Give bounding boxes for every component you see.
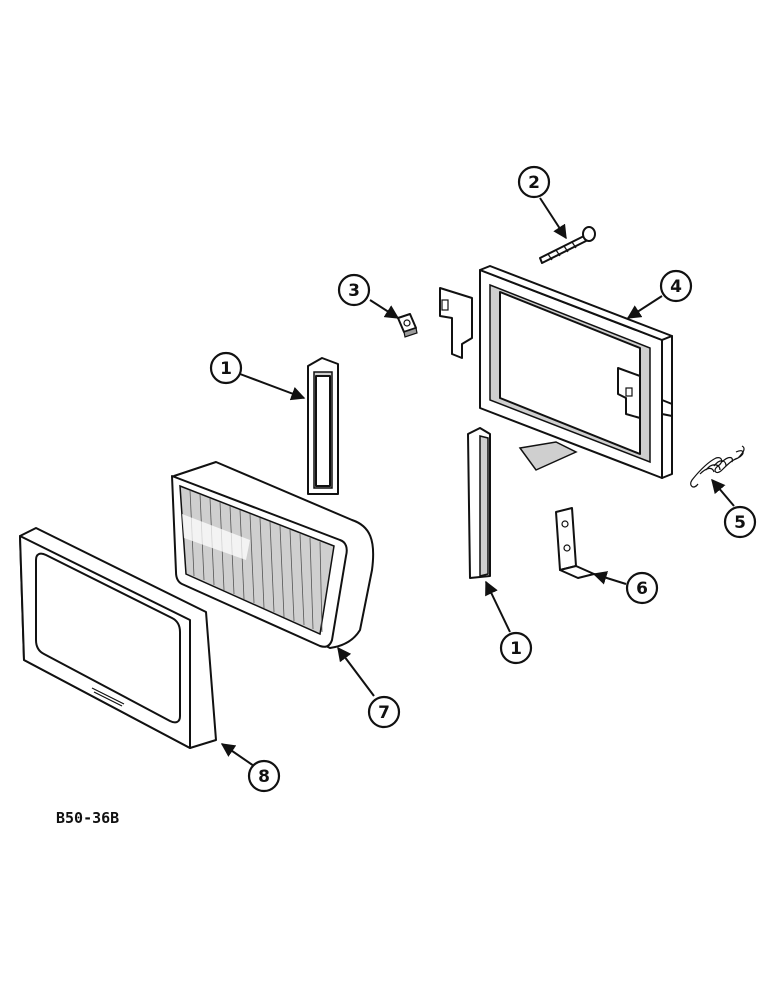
callout-3: 3	[337, 273, 371, 307]
figure-code: B50-36B	[56, 809, 119, 827]
leader-callout-2	[539, 197, 567, 240]
leader-callout-4	[626, 295, 663, 319]
callout-3-label: 3	[348, 281, 360, 301]
callout-4-label: 4	[670, 277, 682, 297]
bezel-frame-part	[19, 527, 217, 749]
callout-5: 5	[723, 505, 757, 539]
callout-7: 7	[367, 695, 401, 729]
callout-4: 4	[659, 269, 693, 303]
callout-8: 8	[247, 759, 281, 793]
leader-callout-3	[369, 299, 400, 319]
callout-8-label: 8	[258, 767, 270, 787]
callout-6: 6	[625, 571, 659, 605]
leader-callout-8	[220, 743, 255, 767]
lamp-housing-part	[171, 461, 375, 649]
callout-2: 2	[517, 165, 551, 199]
callout-2-label: 2	[528, 173, 540, 193]
callout-7-label: 7	[378, 703, 390, 723]
screw-part	[539, 226, 596, 264]
callout-1b: 1	[499, 631, 533, 665]
mounting-bracket-part	[439, 265, 673, 479]
leader-callout-1b	[485, 580, 511, 633]
leader-callout-7	[337, 646, 375, 697]
l-bracket-part	[555, 507, 595, 579]
callout-1a-label: 1	[220, 359, 232, 379]
spring-part	[690, 445, 745, 488]
leader-lines	[220, 197, 735, 767]
callout-1b-label: 1	[510, 639, 522, 659]
callout-5-label: 5	[734, 513, 746, 533]
leader-callout-5	[711, 478, 735, 507]
leader-callout-6	[592, 571, 627, 585]
square-nut-part	[397, 313, 418, 338]
leader-callout-1a	[239, 373, 306, 401]
gasket-strip-upper-part	[307, 357, 339, 495]
callout-6-label: 6	[636, 579, 648, 599]
callout-1a: 1	[209, 351, 243, 385]
gasket-strip-lower-part	[467, 427, 491, 579]
